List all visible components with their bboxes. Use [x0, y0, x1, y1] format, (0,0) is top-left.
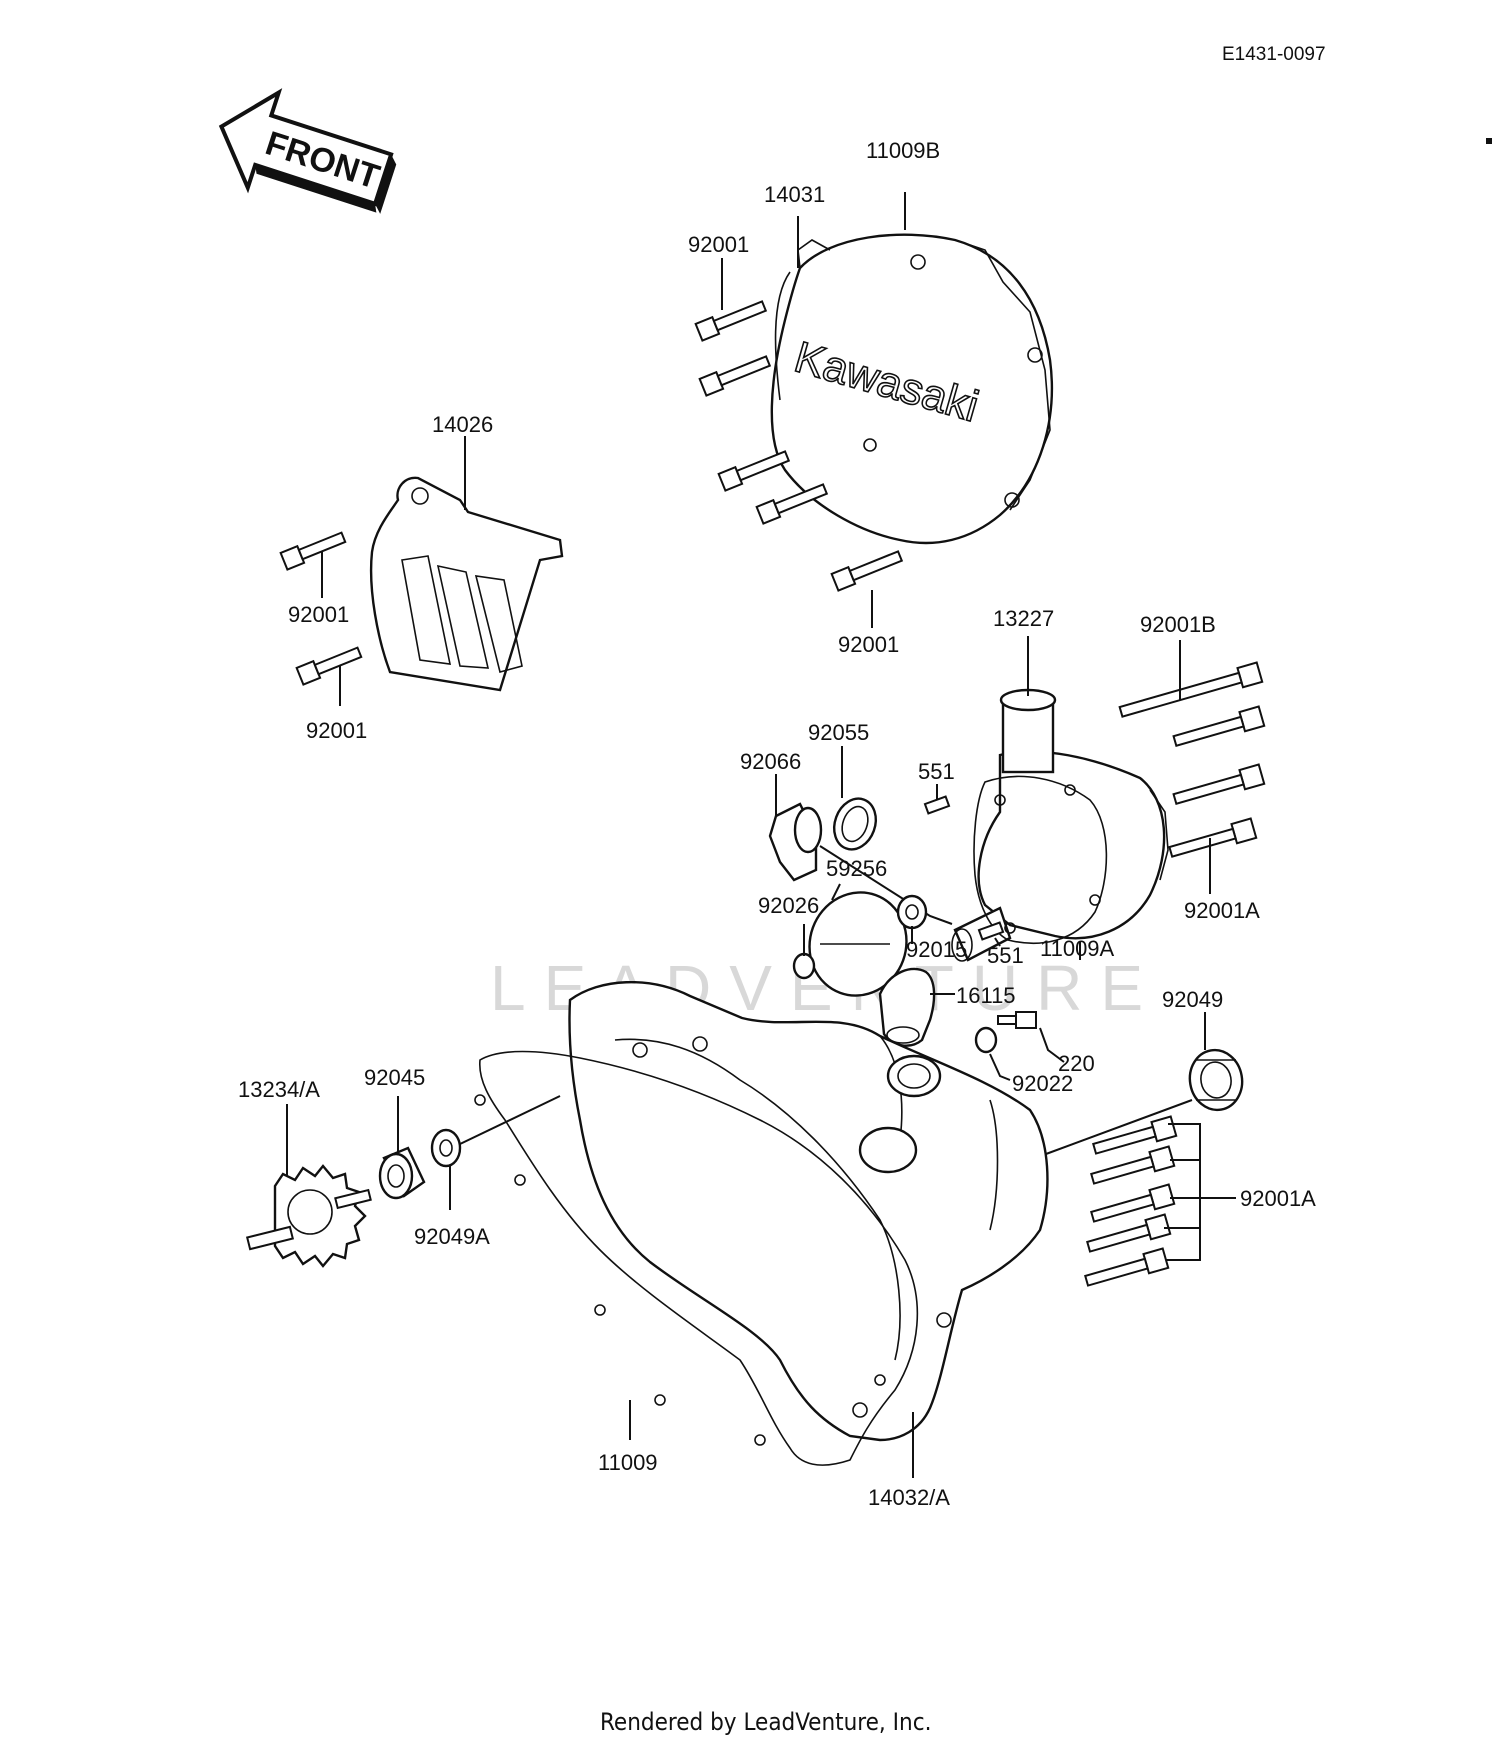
- label-14026: 14026: [432, 412, 493, 437]
- dowel-pin-551-bottom: [977, 921, 1005, 941]
- plug-92066-part: [768, 802, 823, 882]
- label-16115: 16115: [956, 983, 1016, 1008]
- label-92022: 92022: [1012, 1071, 1073, 1096]
- front-arrow-icon: FRONT: [218, 88, 397, 214]
- label-92045: 92045: [364, 1065, 425, 1090]
- pump-shaft-13234A-part: [245, 1164, 372, 1268]
- label-220: 220: [1058, 1051, 1095, 1076]
- water-pump-cover-part: [951, 688, 1169, 962]
- label-92001B: 92001B: [1140, 612, 1216, 637]
- label-13227: 13227: [993, 606, 1054, 631]
- label-551-top: 551: [918, 759, 955, 784]
- bolt-group-crankcase: [1084, 1115, 1178, 1287]
- bolt-group-guard: [279, 531, 363, 686]
- label-92015: 92015: [906, 937, 967, 962]
- washer-92022: [974, 1026, 998, 1054]
- drawing-code: E1431-0097: [1222, 44, 1326, 65]
- label-92001-left1: 92001: [288, 602, 349, 627]
- bearing-92045-part: [378, 1146, 426, 1200]
- sprocket-guard-part: [369, 476, 564, 692]
- label-92049: 92049: [1162, 987, 1223, 1012]
- axis-line-shaft: [459, 1095, 561, 1145]
- label-92001A-right: 92001A: [1184, 898, 1260, 923]
- label-11009: 11009: [598, 1450, 658, 1475]
- label-92026: 92026: [758, 893, 819, 918]
- corner-mark: [1486, 138, 1492, 144]
- axis-line-seal: [1045, 1099, 1193, 1155]
- leader-92022: [989, 1053, 1011, 1081]
- label-14032A: 14032/A: [868, 1485, 950, 1510]
- label-11009B: 11009B: [866, 138, 940, 163]
- bracket-92001A-lower: [1164, 1123, 1236, 1261]
- washer-92026: [792, 952, 816, 980]
- label-59256: 59256: [826, 856, 887, 881]
- label-551-bottom: 551: [987, 943, 1024, 968]
- seal-92049-part: [1188, 1048, 1244, 1112]
- leader-220: [1039, 1027, 1065, 1063]
- gasket-11009A-part: [973, 775, 1108, 945]
- label-92001-left2: 92001: [306, 718, 367, 743]
- impeller-59256-part: [808, 883, 908, 997]
- crankcase-cover-part: [568, 981, 1049, 1442]
- label-92049A: 92049A: [414, 1224, 490, 1249]
- label-92001A-lower: 92001A: [1240, 1186, 1316, 1211]
- label-92066: 92066: [740, 749, 801, 774]
- label-14031: 14031: [764, 182, 825, 207]
- nut-92015-part: [896, 894, 928, 930]
- screw-220-part: [997, 1011, 1037, 1029]
- axis-line-pump: [819, 845, 953, 925]
- leader-551-bottom: [994, 937, 1001, 947]
- bolt-group-cover: [694, 300, 904, 592]
- o-ring-92055: [833, 797, 877, 851]
- footer-credit: Rendered by LeadVenture, Inc.: [600, 1708, 931, 1736]
- label-92001-top: 92001: [688, 232, 749, 257]
- label-13234A: 13234/A: [238, 1077, 320, 1102]
- elbow-16115-part: [878, 967, 936, 1047]
- label-11009A: 11009A: [1040, 936, 1115, 961]
- label-92001-mid: 92001: [838, 632, 899, 657]
- dowel-pin-551-top: [923, 795, 951, 815]
- label-92055: 92055: [808, 720, 869, 745]
- seal-92049A-part: [430, 1128, 462, 1168]
- gasket-11009-part: [474, 1050, 919, 1466]
- clutch-cover-part: Kawasaki: [770, 233, 1054, 545]
